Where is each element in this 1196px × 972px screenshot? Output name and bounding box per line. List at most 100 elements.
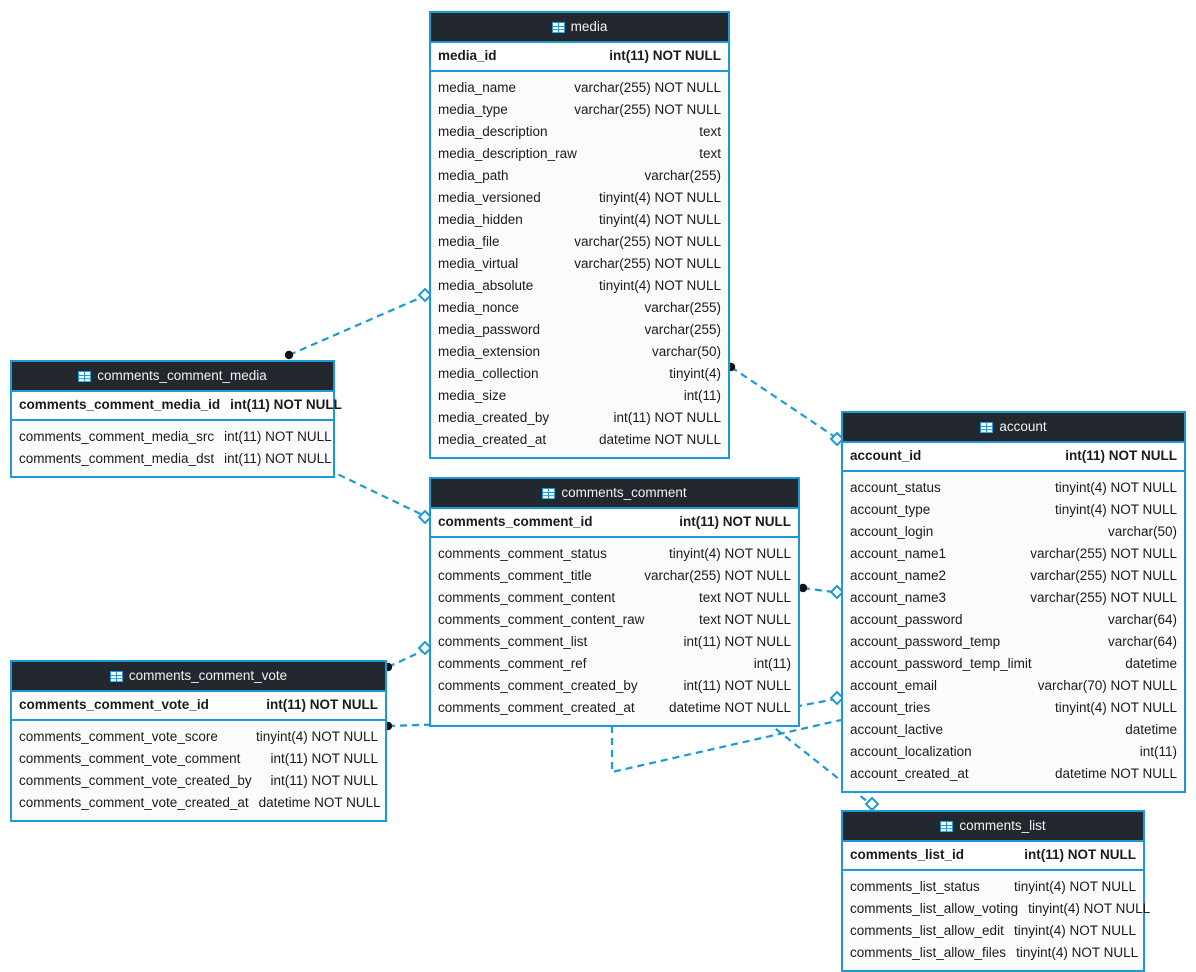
entity-title: comments_comment_media — [97, 368, 267, 383]
column-name: media_extension — [438, 344, 541, 359]
relationship-rel-comment-account[interactable] — [798, 583, 845, 600]
column-type: varchar(255) NOT NULL — [1030, 590, 1177, 605]
column-type: tinyint(4) NOT NULL — [1013, 879, 1136, 894]
entity-title: comments_comment_vote — [128, 668, 288, 683]
column-name: comments_comment_content — [438, 590, 616, 605]
entity-comments_comment_media[interactable]: comments_comment_media comments_comment_m… — [10, 360, 342, 478]
column-name: comments_comment_content_raw — [438, 612, 645, 627]
entity-header-comments_comment_vote[interactable]: comments_comment_vote — [12, 662, 385, 690]
entity-header-comments_list[interactable]: comments_list — [843, 812, 1143, 840]
column-type: int(11) NOT NULL — [270, 751, 378, 766]
field-row[interactable]: account_name1 varchar(255) NOT NULL — [843, 543, 1184, 565]
pk-column-type: int(11) NOT NULL — [1024, 847, 1136, 862]
relationship-rel-media-account[interactable] — [726, 362, 845, 447]
column-type: datetime NOT NULL — [668, 700, 791, 715]
pk-column-type: int(11) NOT NULL — [609, 48, 721, 63]
column-type: tinyint(4) NOT NULL — [598, 212, 721, 227]
column-name: media_description — [438, 124, 548, 139]
column-type: tinyint(4) NOT NULL — [1054, 700, 1177, 715]
column-type: tinyint(4) NOT NULL — [668, 546, 791, 561]
relationship-line — [288, 292, 430, 357]
entity-comments_comment_vote[interactable]: comments_comment_vote comments_comment_vo… — [10, 660, 387, 822]
entity-header-comments_comment[interactable]: comments_comment — [431, 479, 798, 507]
column-name: account_password_temp_limit — [850, 656, 1032, 671]
column-name: media_description_raw — [438, 146, 577, 161]
primary-key-row[interactable]: media_id int(11) NOT NULL — [431, 41, 728, 72]
relationship-rel-ccvote-comment[interactable] — [383, 640, 433, 672]
entity-header-media[interactable]: media — [431, 13, 728, 41]
column-name: media_absolute — [438, 278, 534, 293]
relationship-rel-ccm-media[interactable] — [284, 287, 433, 360]
entity-header-comments_comment_media[interactable]: comments_comment_media — [12, 362, 333, 390]
column-type: tinyint(4) — [669, 366, 721, 381]
column-type: varchar(255) NOT NULL — [1030, 546, 1177, 561]
table-icon — [542, 487, 556, 499]
pk-column-name: media_id — [438, 48, 497, 63]
column-type: int(11) NOT NULL — [683, 678, 791, 693]
column-type: text — [699, 124, 721, 139]
column-name: media_created_at — [438, 432, 547, 447]
entity-header-account[interactable]: account — [843, 413, 1184, 441]
column-name: account_name1 — [850, 546, 947, 561]
field-row[interactable]: media_description text — [431, 121, 728, 143]
relationship-line — [802, 586, 842, 595]
